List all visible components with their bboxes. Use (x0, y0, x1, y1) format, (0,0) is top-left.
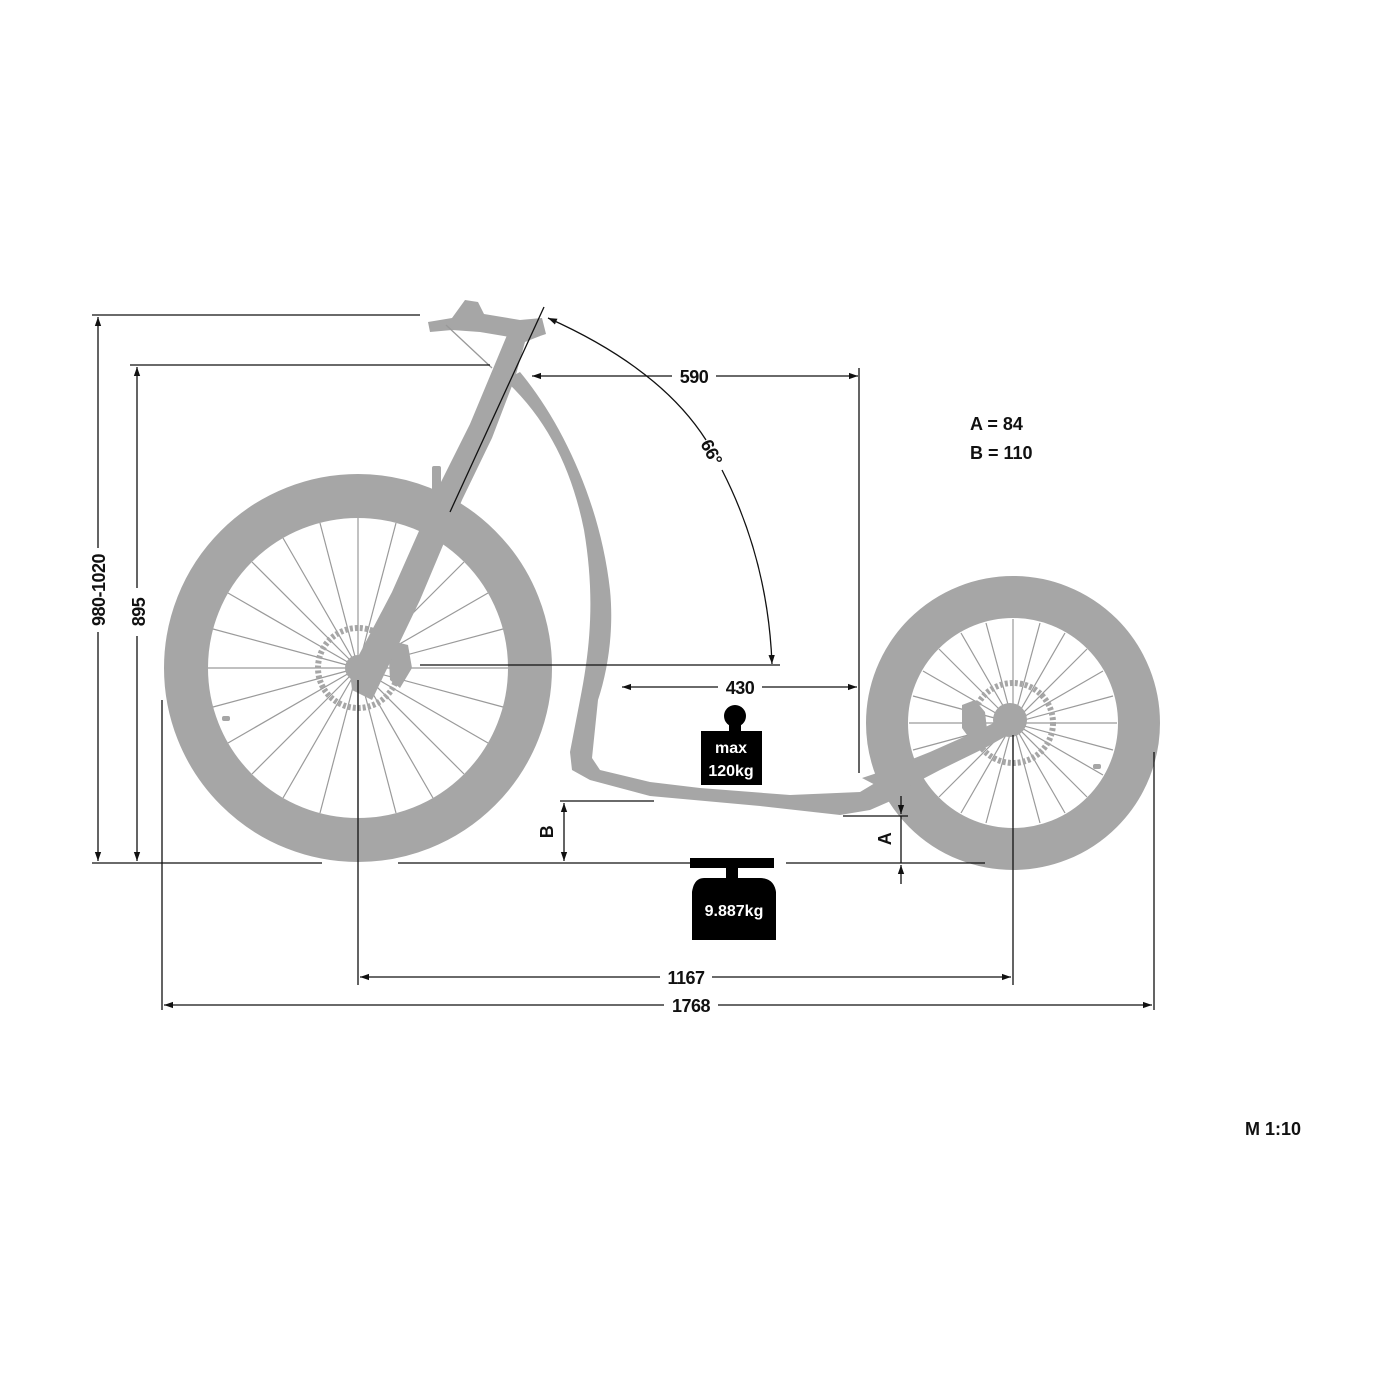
legend-a: A = 84 (970, 414, 1023, 434)
a-label: A (875, 832, 895, 845)
b-label: B (537, 825, 557, 838)
max-load-weight-icon: max 120kg (701, 705, 762, 785)
legend-b: B = 110 (970, 443, 1033, 463)
total-length-label: 1768 (672, 996, 711, 1016)
handlebar (428, 300, 546, 340)
handlebar-height-label: 895 (129, 597, 149, 626)
max-load-line1: max (715, 740, 747, 757)
rear-swing-arm (862, 720, 1008, 792)
head-angle-label: 66° (696, 436, 726, 468)
dimension-lines (92, 306, 1155, 1010)
scooter-silhouette (164, 300, 1160, 870)
fork (350, 322, 540, 700)
scooter-weight-label: 9.887kg (705, 903, 764, 920)
wheelbase-label: 1167 (667, 968, 705, 988)
scale-weight-icon: 9.887kg (690, 858, 776, 940)
reach-label: 590 (680, 367, 709, 387)
total-height-label: 980-1020 (89, 553, 109, 626)
frame (505, 372, 900, 815)
scale-label: M 1:10 (1245, 1119, 1301, 1139)
deck-length-label: 430 (726, 678, 755, 698)
max-load-line2: 120kg (708, 763, 753, 780)
